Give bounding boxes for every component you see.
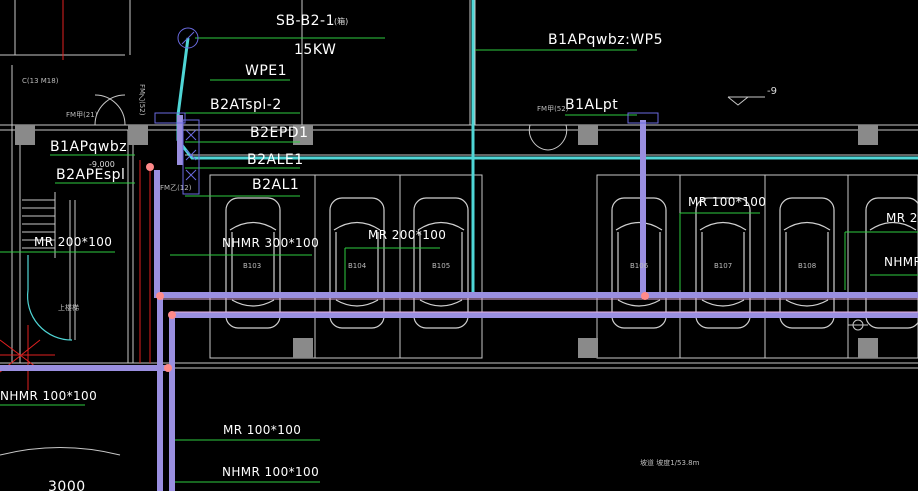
parked-cars <box>225 197 918 329</box>
label-nhmr-100x100-left: NHMR 100*100 <box>0 389 98 403</box>
car-b104 <box>329 197 385 329</box>
panel-b1alpt-icon <box>627 112 659 124</box>
level-marker-icon <box>727 96 765 106</box>
car-b108 <box>779 197 835 329</box>
label-slope: 坡道 坡度1/53.8m <box>640 459 700 467</box>
panel-wpe1-icon <box>154 112 186 124</box>
label-wpe1: WPE1 <box>245 63 288 79</box>
car-partial <box>865 197 918 329</box>
label-mr-100x100-right: MR 100*100 <box>688 195 767 209</box>
label-b2epd1: B2EPD1 <box>250 125 309 141</box>
car-b107 <box>695 197 751 329</box>
structural-columns <box>15 125 878 358</box>
label-left-room: C(13 M18) <box>22 77 59 85</box>
label-b2apespl: B2APEspl <box>56 167 126 183</box>
motor-symbol-icon <box>177 27 199 49</box>
annotation-leaders <box>0 37 918 483</box>
equipment-symbols <box>154 27 659 195</box>
parking-space-b106: B106 <box>630 262 649 270</box>
car-b105 <box>413 197 469 329</box>
car-b106 <box>611 197 667 329</box>
parking-space-b105: B105 <box>432 262 451 270</box>
label-stair: 上楼梯 <box>58 304 79 312</box>
label-b2al1: B2AL1 <box>252 177 300 193</box>
label-dimension-3000: 3000 <box>48 479 86 491</box>
parking-space-b104: B104 <box>348 262 367 270</box>
label-fire-door-b1: FM甲(52) <box>537 105 569 113</box>
label-fire-door-small: FM乙(12) <box>160 184 192 192</box>
building-walls <box>0 0 918 456</box>
panel-column-icon <box>182 119 200 195</box>
stair-curve <box>26 255 73 341</box>
label-b1alpt: B1ALpt <box>565 97 619 113</box>
label-mr-right-edge: MR 2 <box>886 211 918 225</box>
north-arrow-icon <box>848 319 868 331</box>
label-sb-b2-1: SB-B2-1 <box>276 13 336 29</box>
parking-space-b103: B103 <box>243 262 262 270</box>
label-b1apqwbz-wp5: B1APqwbz:WP5 <box>548 32 664 48</box>
label-b1apqwbz: B1APqwbz <box>50 139 128 155</box>
tray-junctions <box>146 163 649 372</box>
label-level-9000: -9.000 <box>89 160 115 169</box>
label-nhmr-right-edge: NHMR <box>884 255 918 269</box>
parking-space-b108: B108 <box>798 262 817 270</box>
label-mr-100x100-bottom: MR 100*100 <box>223 423 302 437</box>
label-level-minus9: -9 <box>767 86 777 97</box>
label-mr-200x100-mid: MR 200*100 <box>368 228 447 242</box>
cable-tray <box>0 115 918 491</box>
label-fire-door-left: FM甲(21) <box>66 111 98 119</box>
label-nhmr-100x100-bottom: NHMR 100*100 <box>222 465 320 479</box>
label-b2atspl-2: B2ATspl-2 <box>210 97 282 113</box>
label-mr-200x100-left: MR 200*100 <box>34 235 113 249</box>
parking-space-b107: B107 <box>714 262 733 270</box>
tray-center-lines <box>160 298 918 313</box>
label-sb-suffix: (箱) <box>334 17 349 26</box>
label-15kw: 15KW <box>294 42 337 58</box>
label-b2ale1: B2ALE1 <box>247 152 304 168</box>
label-nhmr-300x100: NHMR 300*100 <box>222 236 320 250</box>
label-fire-door-mid: FM乙(52) <box>138 84 146 116</box>
car-b103 <box>225 197 281 329</box>
